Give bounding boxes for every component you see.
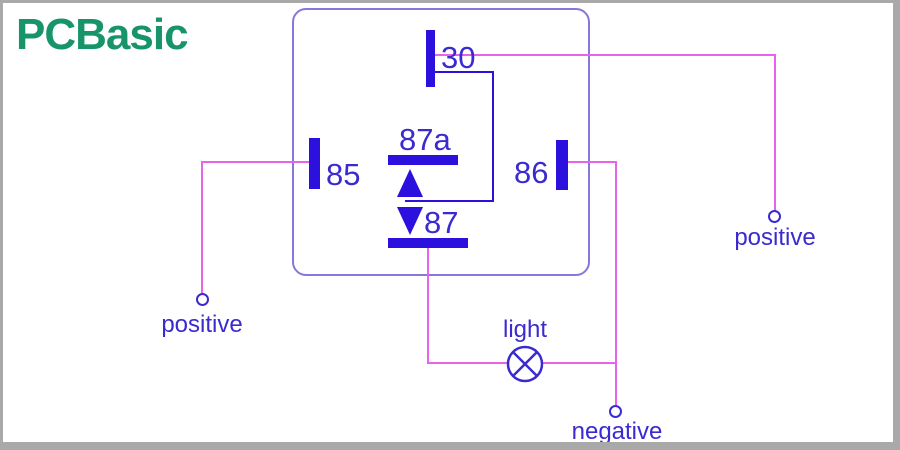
internal-link-vertical: [492, 71, 494, 202]
pin-87a-bar: [388, 155, 458, 165]
wire-86-to-right: [568, 161, 617, 163]
lamp-symbol-icon: [506, 345, 544, 383]
pcbasic-logo: PCBasic: [16, 10, 189, 59]
internal-link-armature: [405, 200, 494, 202]
terminal-negative: [609, 405, 622, 418]
wire-bulb-to-negative: [542, 362, 616, 364]
wire-86-negative-drop: [615, 161, 617, 406]
wire-85-to-left: [202, 161, 309, 163]
terminal-right-positive: [768, 210, 781, 223]
internal-link-30-horizontal: [435, 71, 493, 73]
load-label-light: light: [502, 316, 548, 343]
pin-label-87: 87: [424, 205, 459, 240]
terminal-label-right-positive: positive: [734, 224, 816, 251]
terminal-left-positive: [196, 293, 209, 306]
pin-label-85: 85: [326, 157, 361, 192]
pin-87-bar: [388, 238, 468, 248]
contact-arrow-down-icon: [397, 207, 423, 235]
relay-body-outline: [292, 8, 590, 276]
pin-86-bar: [556, 140, 568, 190]
wire-87-to-bulb: [427, 362, 508, 364]
pin-label-30: 30: [441, 40, 476, 75]
contact-arrow-up-icon: [397, 169, 423, 197]
pin-label-87a: 87a: [399, 122, 451, 157]
terminal-label-negative: negative: [571, 418, 663, 445]
wire-right-positive-drop: [774, 54, 776, 211]
wire-left-positive-drop: [201, 161, 203, 293]
pin-85-bar: [309, 138, 320, 189]
wire-30-to-right: [433, 54, 775, 56]
pin-30-bar: [426, 30, 435, 87]
terminal-label-left-positive: positive: [161, 311, 243, 338]
pin-label-86: 86: [514, 155, 549, 190]
wire-87-drop: [427, 248, 429, 364]
